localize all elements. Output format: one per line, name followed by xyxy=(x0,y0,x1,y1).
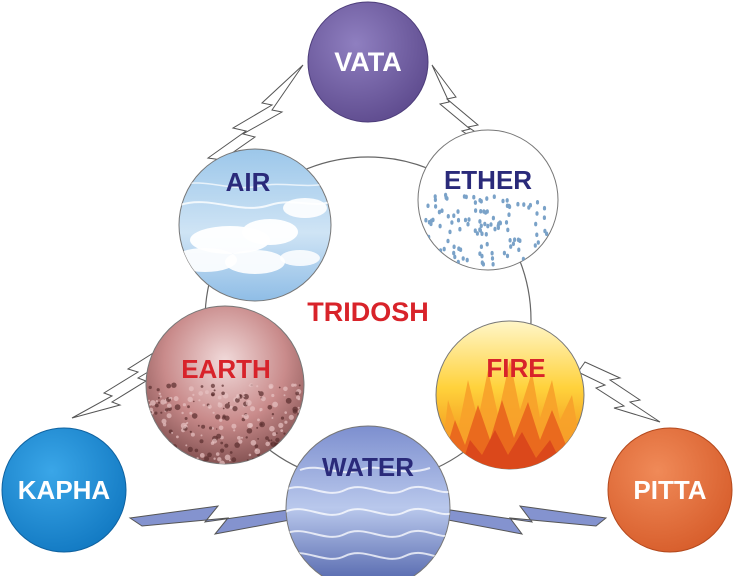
fire-label: FIRE xyxy=(486,353,545,383)
lightning-kapha-water xyxy=(128,505,291,535)
dosha-pitta: PITTA xyxy=(607,427,733,553)
lightning-vata-air xyxy=(206,64,304,161)
flame-texture xyxy=(440,360,584,469)
vata-circle xyxy=(307,1,429,123)
dosha-kapha: KAPHA xyxy=(1,427,127,553)
water-ripple-texture xyxy=(286,466,450,560)
kapha-label: KAPHA xyxy=(18,475,111,505)
cloud-texture xyxy=(179,181,331,274)
air-label: AIR xyxy=(226,167,271,197)
element-earth: EARTH xyxy=(145,305,305,465)
pitta-label: PITTA xyxy=(633,475,706,505)
water-label: WATER xyxy=(322,452,414,482)
dosha-vata: VATA xyxy=(307,1,429,123)
earth-label: EARTH xyxy=(181,354,271,384)
lightning-pitta-water xyxy=(447,505,608,535)
center-label: TRIDOSH xyxy=(307,297,429,327)
pitta-circle xyxy=(607,427,733,553)
element-fire: FIRE xyxy=(435,320,585,470)
ether-label: ETHER xyxy=(444,165,532,195)
element-water: WATER xyxy=(285,425,451,576)
vata-label: VATA xyxy=(334,47,402,77)
element-air: AIR xyxy=(178,148,332,302)
kapha-circle xyxy=(1,427,127,553)
lightning-pitta-fire xyxy=(577,361,661,423)
element-ether: ETHER xyxy=(417,129,559,271)
dot-texture xyxy=(424,192,549,267)
water-circle xyxy=(285,425,451,576)
